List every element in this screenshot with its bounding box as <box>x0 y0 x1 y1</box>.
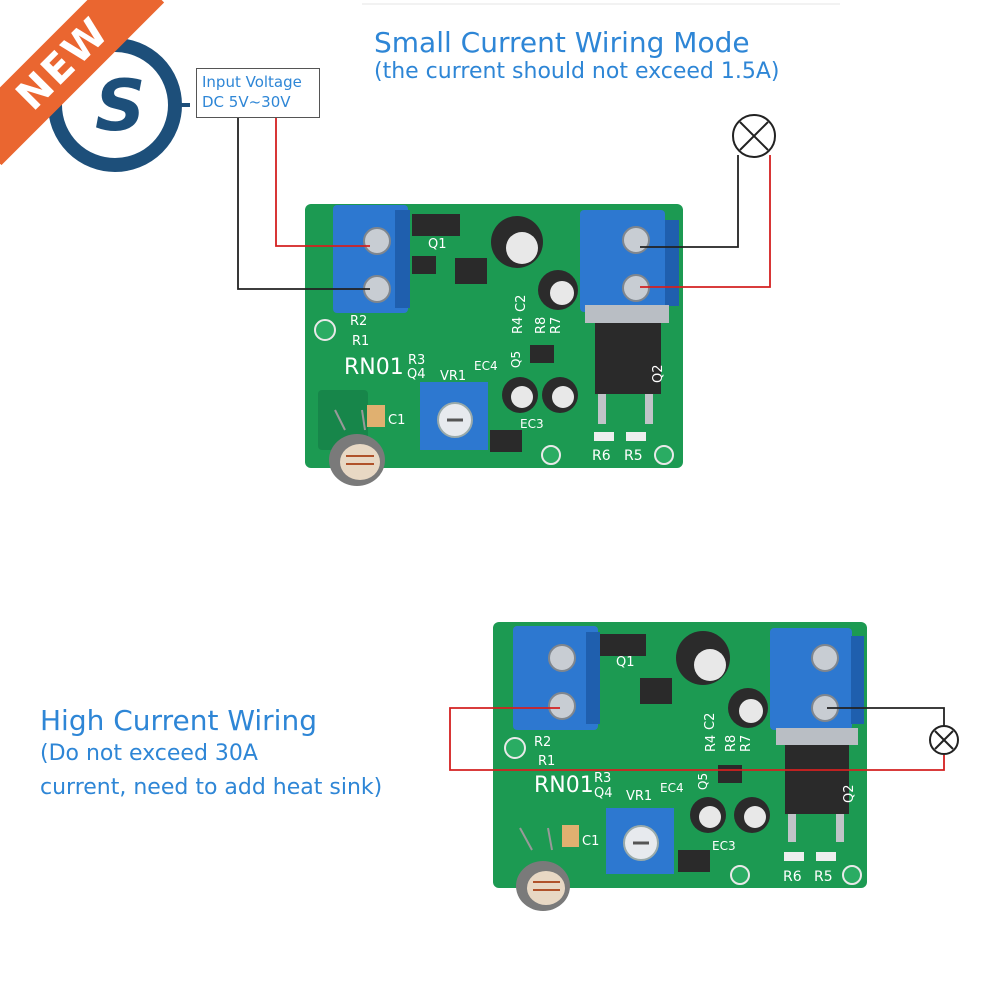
lamp-icon <box>732 114 776 158</box>
label-q2: Q2 <box>651 364 666 383</box>
label-r8: R8 <box>724 735 739 752</box>
high-current-diagram: RN01 Q1 Q2 Q4 Q5 R1 R2 R3 R4 R5 R6 R7 R8… <box>449 622 959 911</box>
mosfet-q2 <box>776 728 858 842</box>
label-r1: R1 <box>538 754 555 769</box>
high-mode-line1: (Do not exceed 30A <box>40 741 258 766</box>
label-c2: C2 <box>703 713 718 730</box>
label-q1: Q1 <box>428 237 447 252</box>
label-r2: R2 <box>534 735 551 750</box>
input-wire-negative <box>237 118 370 290</box>
label-q2: Q2 <box>842 784 857 803</box>
label-q4: Q4 <box>594 786 613 801</box>
label-ec3: EC3 <box>520 417 544 431</box>
label-r5: R5 <box>624 448 643 464</box>
label-r6: R6 <box>592 448 611 464</box>
label-r2: R2 <box>350 314 367 329</box>
label-q5: Q5 <box>509 351 523 368</box>
label-rn01: RN01 <box>534 773 594 798</box>
label-ec4: EC4 <box>660 781 684 795</box>
input-voltage-range: DC 5V~30V <box>202 93 291 111</box>
load-wire-red <box>640 155 771 288</box>
label-q1: Q1 <box>616 655 635 670</box>
label-r4: R4 <box>511 317 526 334</box>
output-terminal-block <box>580 210 679 312</box>
photoresistor <box>516 827 570 911</box>
label-c1: C1 <box>582 834 599 849</box>
small-current-diagram: RN01 Q1 Q2 Q4 Q5 R1 R2 R3 R4 R5 R6 R7 R8… <box>237 3 840 486</box>
label-r5: R5 <box>814 869 833 885</box>
label-r8: R8 <box>534 317 549 334</box>
output-terminal-block <box>770 628 864 730</box>
label-vr1: VR1 <box>440 369 466 384</box>
potentiometer-vr1 <box>606 808 674 874</box>
input-wire-red <box>449 707 945 771</box>
label-ec4: EC4 <box>474 359 498 373</box>
label-c2: C2 <box>514 295 529 312</box>
lamp-icon <box>929 725 959 755</box>
photoresistor <box>329 409 385 486</box>
label-c1: C1 <box>388 413 405 428</box>
high-mode-line2: current, need to add heat sink) <box>40 775 383 800</box>
label-rn01: RN01 <box>344 355 404 380</box>
label-r7: R7 <box>549 317 564 334</box>
label-q4: Q4 <box>407 367 426 382</box>
label-r6: R6 <box>783 869 802 885</box>
label-vr1: VR1 <box>626 789 652 804</box>
input-wire-positive <box>275 118 370 247</box>
input-terminal-block <box>513 626 600 730</box>
label-r4: R4 <box>704 735 719 752</box>
label-ec3: EC3 <box>712 839 736 853</box>
label-r7: R7 <box>739 735 754 752</box>
potentiometer-vr1 <box>420 382 488 450</box>
label-r1: R1 <box>352 334 369 349</box>
input-voltage-label: Input Voltage <box>202 73 302 91</box>
input-voltage-box: Input Voltage DC 5V~30V <box>196 68 320 118</box>
label-r3: R3 <box>594 771 611 786</box>
label-q5: Q5 <box>696 773 710 790</box>
high-mode-title: High Current Wiring <box>40 704 317 737</box>
small-mode-subtitle: (the current should not exceed 1.5A) <box>374 59 780 84</box>
label-r3: R3 <box>408 353 425 368</box>
svg-text:S: S <box>95 65 145 147</box>
input-terminal-block <box>333 205 410 313</box>
load-wire-black <box>827 707 945 726</box>
load-wire-black <box>640 155 739 248</box>
small-mode-title: Small Current Wiring Mode <box>374 26 750 59</box>
mosfet-q2 <box>585 305 669 424</box>
